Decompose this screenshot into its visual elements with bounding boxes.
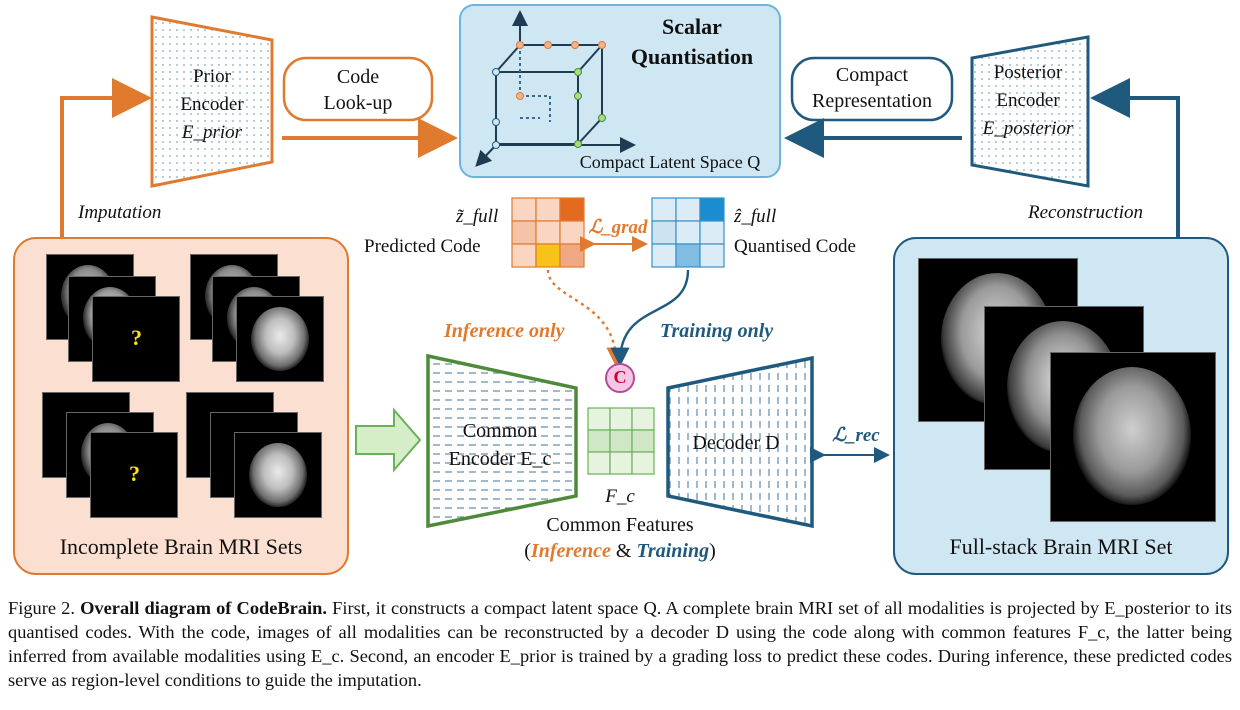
quantisation-title-line2: Quantisation	[630, 44, 754, 69]
decoder-label: Decoder D	[692, 432, 780, 454]
quantisation-title-line1: Scalar	[662, 14, 722, 39]
cube-icon	[475, 10, 636, 167]
training-path	[610, 269, 690, 367]
inference-path	[546, 269, 626, 367]
incomplete-set-label: Incomplete Brain MRI Sets	[59, 534, 303, 559]
features-grid	[587, 407, 655, 475]
mri-slice	[1050, 352, 1216, 522]
code-lookup-label-2: Look-up	[323, 92, 393, 114]
caption-label: Figure 2.	[8, 598, 75, 618]
figure-caption: Figure 2. Overall diagram of CodeBrain. …	[8, 596, 1232, 692]
features-inference: Inference	[530, 540, 611, 562]
posterior-encoder-symbol: E_posterior	[982, 118, 1074, 139]
predicted-code-grid	[511, 197, 585, 268]
common-encoder-label-2: Encoder E_c	[448, 448, 552, 470]
prior-encoder-shape	[150, 15, 274, 188]
prior-encoder-symbol: E_prior	[181, 122, 243, 143]
imputation-label: Imputation	[78, 202, 162, 223]
common-encoder-shape	[426, 353, 578, 529]
rec-loss-label: ℒ_rec	[832, 425, 880, 446]
quantised-code-label: Quantised Code	[734, 236, 856, 257]
quantisation-points	[492, 41, 606, 149]
posterior-encoder-label-2: Encoder	[996, 90, 1060, 111]
quantised-code-symbol: ẑ_full	[734, 206, 777, 227]
caption-body: First, it constructs a compact latent sp…	[8, 598, 1232, 690]
code-lookup-box	[282, 56, 434, 122]
missing-marker: ?	[131, 325, 142, 350]
quantised-code-grid	[651, 197, 725, 268]
full-set-label: Full-stack Brain MRI Set	[949, 534, 1173, 559]
compact-rep-box	[790, 56, 954, 122]
mri-slice	[234, 432, 322, 518]
features-training: Training	[636, 540, 710, 562]
caption-title: Overall diagram of CodeBrain.	[80, 598, 327, 618]
decoder-shape	[666, 355, 814, 529]
concat-label: C	[613, 367, 627, 387]
prior-encoder-label-1: Prior	[193, 66, 231, 87]
reconstruction-arrow	[1090, 78, 1180, 238]
code-lookup-label-1: Code	[336, 66, 380, 88]
latent-space-label: Compact Latent Space Q	[579, 152, 761, 172]
grad-loss-label: ℒ_grad	[588, 217, 648, 238]
predicted-code-symbol: z̃_full	[456, 206, 499, 227]
predicted-code-label: Predicted Code	[364, 236, 481, 257]
imputation-arrow	[60, 78, 152, 238]
features-symbol: F_c	[605, 486, 635, 507]
features-mode: (Inference & Training)	[524, 540, 716, 562]
input-arrow	[355, 407, 422, 473]
mri-missing: ?	[90, 432, 178, 518]
training-only-label: Training only	[660, 320, 774, 342]
reconstruction-label: Reconstruction	[1028, 202, 1144, 223]
prior-encoder-label-2: Encoder	[180, 94, 244, 115]
concat-node	[605, 363, 635, 393]
mri-slice	[236, 296, 324, 382]
quantisation-panel	[459, 4, 781, 178]
posterior-encoder-shape	[970, 35, 1090, 188]
compact-rep-label-2: Representation	[812, 90, 932, 112]
features-label: Common Features	[546, 514, 694, 536]
inference-only-label: Inference only	[444, 320, 565, 342]
common-encoder-label-1: Common	[462, 420, 538, 442]
posterior-encoder-label-1: Posterior	[993, 62, 1063, 83]
features-amp: &	[615, 540, 632, 562]
missing-marker: ?	[129, 461, 140, 486]
compact-rep-label-1: Compact	[835, 64, 909, 86]
mri-missing: ?	[92, 296, 180, 382]
